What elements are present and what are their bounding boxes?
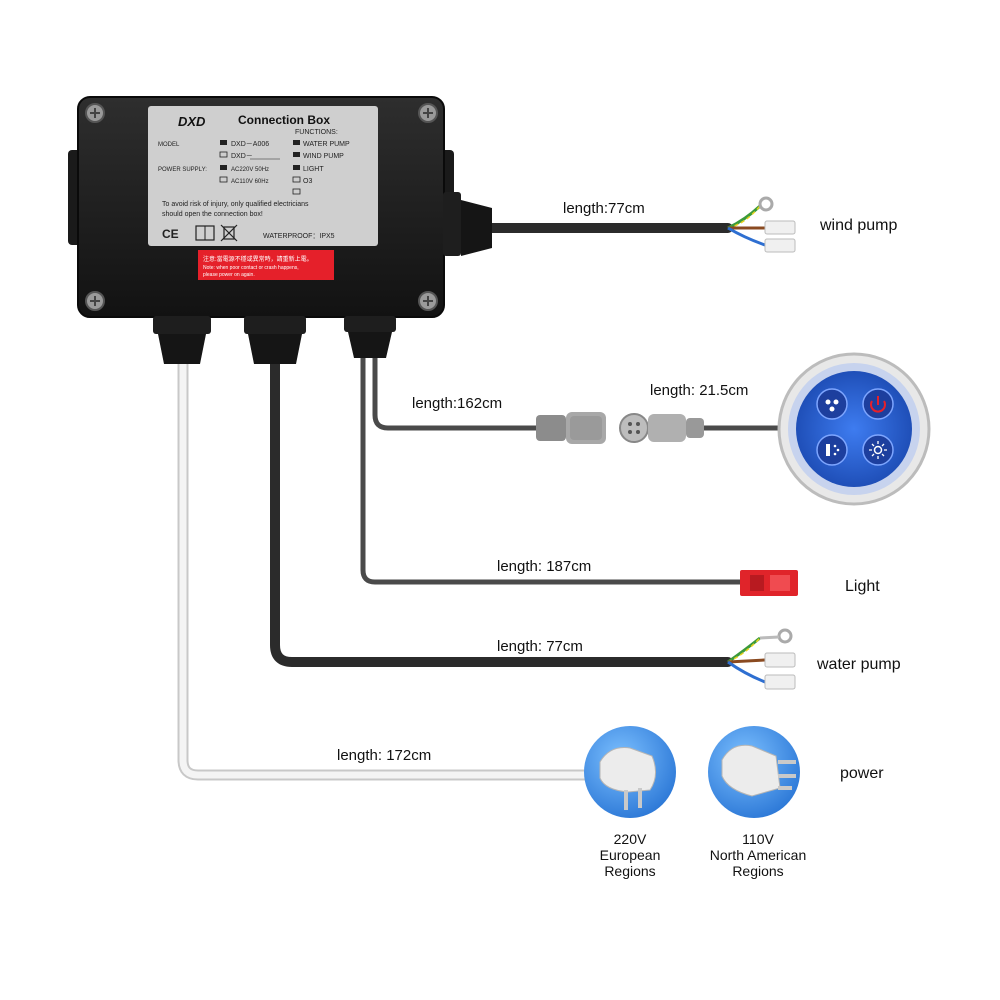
power-220: AC220V 50Hz xyxy=(231,167,269,173)
light-cable-length: length: 187cm xyxy=(497,558,592,575)
na-plug-caption: 110V North American Regions xyxy=(688,831,828,879)
model-label: MODEL xyxy=(158,142,180,148)
warning-line-1: To avoid risk of injury, only qualified … xyxy=(162,201,309,208)
func-water: WATER PUMP xyxy=(303,141,350,148)
checkbox-icon xyxy=(293,165,300,170)
cable-gland xyxy=(153,316,211,364)
functions-label: FUNCTIONS: xyxy=(295,129,338,136)
power-icon[interactable] xyxy=(862,388,894,420)
wind-pump-wire-ends xyxy=(727,196,796,253)
func-wind: WIND PUMP xyxy=(303,153,344,160)
power-label: power xyxy=(840,765,884,782)
screw-icon xyxy=(418,103,438,123)
power-110: AC110V 60Hz xyxy=(231,179,269,185)
light-connector xyxy=(740,570,798,596)
water-pump-length: length: 77cm xyxy=(497,638,583,655)
water-pump-cable xyxy=(270,355,733,667)
panel-cable-length: length: 21.5cm xyxy=(650,382,749,399)
us-plug-icon xyxy=(708,726,800,818)
na-plug-voltage: 110V xyxy=(742,831,774,847)
ce-mark-icon: CE xyxy=(162,227,179,241)
power-label: POWER SUPPLY: xyxy=(158,167,207,173)
cable-gland xyxy=(244,316,306,364)
screw-icon xyxy=(85,291,105,311)
screw-icon xyxy=(85,103,105,123)
panel-pin-connector xyxy=(619,413,704,443)
label-plate xyxy=(148,106,378,246)
screw-icon xyxy=(418,291,438,311)
spray-icon[interactable] xyxy=(816,434,848,466)
cable-gland xyxy=(443,192,492,256)
eu-plug-region-line-2: Regions xyxy=(604,863,656,879)
box-title: Connection Box xyxy=(238,113,330,127)
eu-plug-region-line-1: European xyxy=(599,847,661,863)
eu-plug-icon xyxy=(584,726,676,818)
warning-sticker xyxy=(198,250,334,280)
control-cable xyxy=(372,352,543,431)
brand-logo: DXD xyxy=(178,114,206,129)
model-blank: DXD－ xyxy=(231,153,253,160)
weee-bin-icon xyxy=(220,224,238,242)
cable-gland xyxy=(344,316,396,358)
power-cable xyxy=(177,354,606,781)
checkbox-icon xyxy=(220,165,227,170)
light-icon[interactable] xyxy=(862,434,894,466)
checkbox-icon xyxy=(219,151,228,158)
wind-pump-label: wind pump xyxy=(820,217,898,234)
warning-sticker-line-2: Note: when poor contact or crash happens… xyxy=(203,265,299,271)
checkbox-icon xyxy=(292,188,301,195)
water-pump-label: water pump xyxy=(817,656,901,673)
eu-plug-caption: 220V European Regions xyxy=(570,831,690,879)
checkbox-icon xyxy=(292,176,301,183)
waterproof-rating: WATERPROOF：IPX5 xyxy=(263,233,335,240)
warning-line-2: should open the connection box! xyxy=(162,211,263,218)
warning-sticker-line-3: please power on again. xyxy=(203,272,255,278)
func-light: LIGHT xyxy=(303,166,324,173)
checkbox-icon xyxy=(293,140,300,145)
control-cable-length: length:162cm xyxy=(412,395,503,412)
connection-box: DXD Connection Box FUNCTIONS: MODEL DXD－… xyxy=(68,96,492,364)
func-o3: O3 xyxy=(303,178,312,185)
control-socket-connector xyxy=(536,412,606,444)
checkbox-icon xyxy=(293,152,300,157)
checkbox-icon xyxy=(219,176,228,183)
model-a006: DXD－A006 xyxy=(231,141,269,148)
power-cable-length: length: 172cm xyxy=(337,747,432,764)
light-label: Light xyxy=(845,578,880,595)
wind-pump-length: length:77cm xyxy=(563,200,645,217)
manual-book-icon xyxy=(195,225,215,241)
na-plug-region-line-1: North American xyxy=(709,847,807,863)
warning-sticker-line-1: 注意:當電源不穩或異常時，請重新上電。 xyxy=(203,255,313,263)
light-cable xyxy=(360,352,745,585)
water-pump-wire-ends xyxy=(727,628,796,690)
eu-plug-voltage: 220V xyxy=(613,831,647,847)
bubble-icon[interactable] xyxy=(816,388,848,420)
na-plug-region-line-2: Regions xyxy=(732,863,784,879)
control-panel xyxy=(777,352,931,506)
checkbox-icon xyxy=(220,140,227,145)
